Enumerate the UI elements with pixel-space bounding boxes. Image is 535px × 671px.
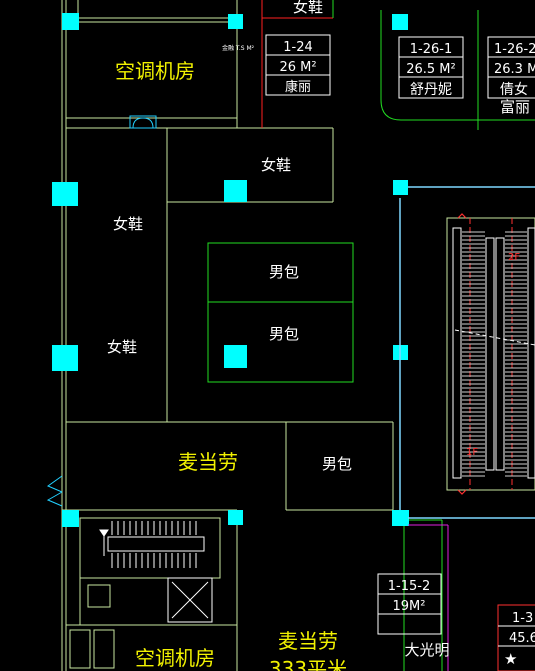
unit-code: 1-26-2 <box>494 42 535 57</box>
escalator-1f-label: 1F <box>466 447 478 458</box>
star-icon: ★ <box>504 650 517 668</box>
side-door-symbol <box>46 475 63 507</box>
unit-tenant: 康丽 <box>285 79 311 95</box>
mcdonalds-label: 麦当劳 <box>178 450 238 474</box>
unit-area: 26.3 M <box>494 62 535 77</box>
atrium-outline <box>399 186 535 519</box>
mens-bags-label: 男包 <box>269 263 299 281</box>
unit-box-texts: 1-24 26 M² 康丽 1-26-1 26.5 M² 舒丹妮 1-26-2 … <box>279 40 535 668</box>
ac-room-top-label: 空调机房 <box>115 59 195 83</box>
red-reference-lines <box>261 0 333 128</box>
unit-code: 1-15-2 <box>388 579 430 594</box>
mens-bags-label: 男包 <box>322 455 352 473</box>
stair-treads <box>111 521 197 568</box>
escalator-arrows <box>457 213 467 495</box>
mens-bags-label: 男包 <box>269 325 299 343</box>
womens-shoes-label: 女鞋 <box>261 156 291 174</box>
store-enclosures <box>207 0 535 671</box>
unit-area: 26.5 M² <box>406 62 456 77</box>
unit-area: 45.6 <box>509 631 535 646</box>
stair-arrow <box>99 529 109 556</box>
womens-shoes-label: 女鞋 <box>107 338 137 356</box>
unit-code: 1-24 <box>283 40 313 55</box>
unit-box-1-24 <box>265 34 331 96</box>
womens-shoes-label: 女鞋 <box>113 215 143 233</box>
escalator-2f-label: 2F <box>508 252 520 263</box>
escalator <box>446 217 535 491</box>
escalator-floor-labels: 2F 1F <box>466 252 520 458</box>
unit-tenant: 舒丹妮 <box>410 82 452 98</box>
escalator-treads <box>462 231 527 477</box>
unit-area: 26 M² <box>279 60 316 75</box>
da-guang-ming-label: 大光明 <box>404 641 449 659</box>
ac-room-bottom-label: 空调机房 <box>135 646 215 670</box>
mcdonalds-bottom-area: 333平米 <box>269 657 347 671</box>
tiny-note: 金融 T.S M² <box>222 44 255 52</box>
magenta-line <box>408 524 449 671</box>
stair-block <box>69 517 221 669</box>
unit-area: 19M² <box>393 599 426 614</box>
structural-columns <box>52 13 409 527</box>
door-symbol <box>129 115 157 129</box>
womens-shoes-top-label: 女鞋 <box>293 0 323 16</box>
unit-box-1-15-2 <box>377 573 442 635</box>
unit-box-1-26-1 <box>398 36 464 99</box>
fu-li-partial-label: 富丽 <box>500 98 530 116</box>
room-labels: 空调机房 麦当劳 空调机房 麦当劳 333平米 <box>115 59 347 671</box>
unit-code: 1-26-1 <box>410 42 452 57</box>
wall-lines <box>61 0 394 671</box>
unit-box-1-3x <box>497 604 535 671</box>
mcdonalds-bottom-label: 麦当劳 <box>278 629 338 653</box>
store-labels: 女鞋 女鞋 女鞋 女鞋 男包 男包 男包 大光明 富丽 金融 T.S M² <box>107 0 530 659</box>
unit-box-1-26-2 <box>487 36 535 99</box>
unit-tenant: 倩女 <box>500 81 528 98</box>
unit-code: 1-3 <box>512 611 533 626</box>
